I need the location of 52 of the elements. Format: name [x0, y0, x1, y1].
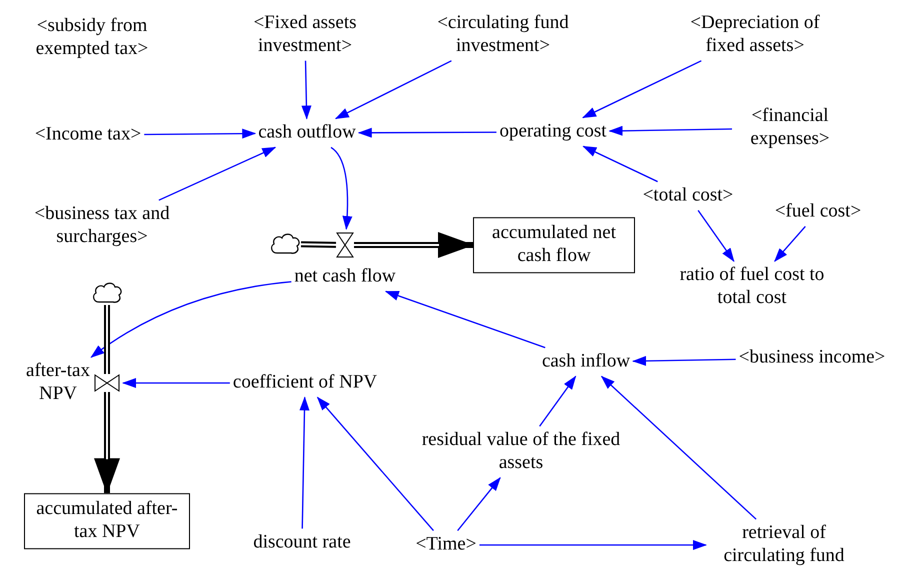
arrow — [144, 128, 256, 139]
variable-label: <business income> — [738, 346, 886, 370]
variable-label: <Depreciation of fixed assets> — [672, 12, 838, 58]
variable-label: <Fixed assets investment> — [235, 12, 375, 58]
flow-pipe — [104, 305, 110, 374]
arrow — [301, 60, 312, 120]
arrow — [384, 290, 546, 348]
stock-box: accumulated after-tax NPV — [24, 493, 190, 549]
stock-box: accumulated net cash flow — [473, 217, 635, 273]
variable-label: <circulating fund investment> — [416, 12, 590, 58]
variable-label: operating cost — [499, 120, 607, 144]
variable-label: <total cost> — [642, 184, 734, 208]
arrow — [698, 210, 734, 262]
variable-label: <fuel cost> — [774, 200, 862, 224]
variable-label: <subsidy from exempted tax> — [17, 15, 167, 61]
variable-label: coefficient of NPV — [232, 372, 378, 394]
variable-label: discount rate — [253, 532, 351, 554]
arrow — [582, 60, 702, 118]
variable-label: net cash flow — [294, 266, 396, 288]
arrow — [457, 477, 501, 531]
arrow — [334, 60, 452, 120]
arrow — [122, 378, 230, 388]
variable-label: ratio of fuel cost to total cost — [672, 264, 832, 310]
variable-label: <Time> — [416, 534, 476, 556]
arrow — [632, 356, 736, 366]
flow-pipe — [300, 241, 336, 248]
arrow — [299, 396, 310, 529]
variable-label: <financial expenses> — [735, 105, 845, 151]
cloud-icon — [91, 281, 123, 305]
flow-pipe — [94, 392, 120, 494]
cloud-icon — [269, 232, 301, 256]
arrow — [539, 376, 576, 427]
variable-label: cash outflow — [258, 122, 356, 144]
arrow — [608, 126, 732, 136]
flow-pipe — [354, 232, 474, 258]
variable-label: cash inflow — [542, 350, 630, 374]
variable-label: residual value of the fixed assets — [418, 429, 624, 475]
arrow — [774, 226, 806, 262]
valve-icon — [336, 232, 354, 258]
valve-icon — [94, 374, 120, 392]
variable-label: after-tax NPV — [18, 360, 98, 406]
arrow — [582, 146, 658, 182]
arrow — [479, 540, 707, 550]
variable-label: retrieval of circulating fund — [709, 522, 859, 568]
arrow — [600, 376, 757, 520]
arrow — [316, 396, 434, 532]
variable-label: <business tax and surcharges> — [10, 203, 194, 249]
arrow — [90, 281, 292, 358]
arrow — [158, 146, 276, 201]
variable-label: <Income tax> — [34, 124, 142, 146]
arrow — [330, 146, 352, 230]
arrow — [358, 128, 496, 138]
